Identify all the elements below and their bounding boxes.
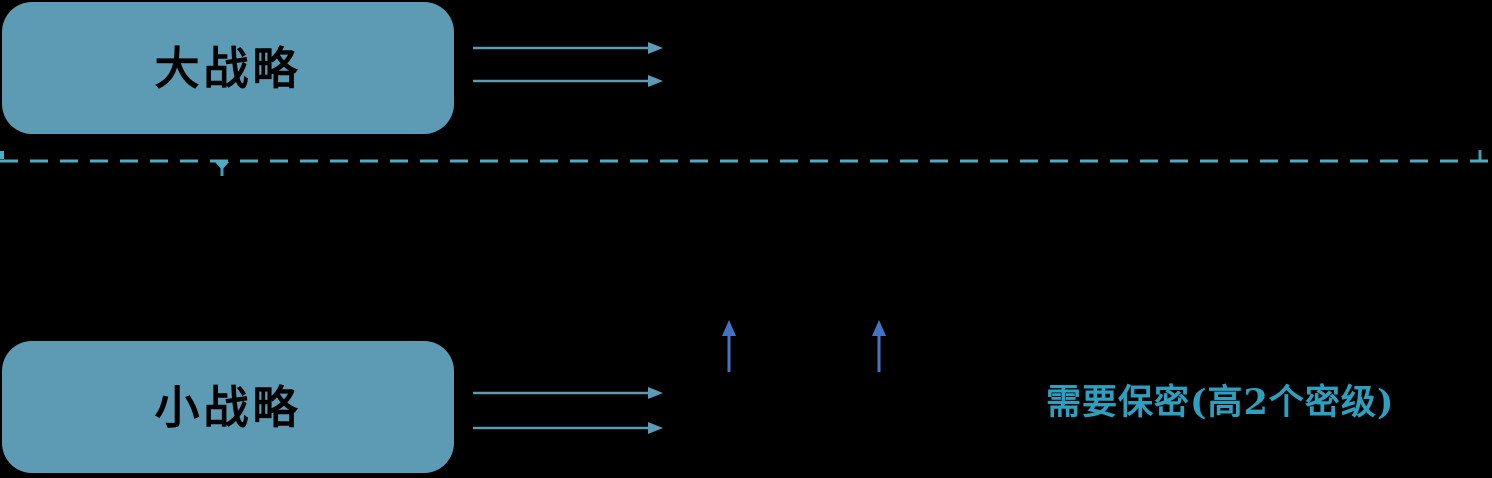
secrecy-annotation: 需要保密(高2个密级) <box>1046 382 1395 423</box>
right-arrow-icon <box>473 422 663 434</box>
right-arrow-icon <box>473 42 663 54</box>
grand-strategy-label: 大战略 <box>154 41 302 95</box>
divider-down-arrow-icon <box>215 162 229 176</box>
divider-left-tick <box>0 151 4 159</box>
small-strategy-box: 小战略 <box>2 341 454 473</box>
upward-arrows <box>722 320 886 372</box>
grand-strategy-arrows <box>473 42 663 87</box>
small-strategy-arrows <box>473 387 663 434</box>
right-arrow-icon <box>473 387 663 399</box>
right-arrow-icon <box>473 75 663 87</box>
up-arrow-icon <box>872 320 886 372</box>
secrecy-divider <box>0 150 1492 176</box>
up-arrow-icon <box>722 320 736 372</box>
small-strategy-label: 小战略 <box>154 380 302 434</box>
grand-strategy-box: 大战略 <box>2 2 454 134</box>
